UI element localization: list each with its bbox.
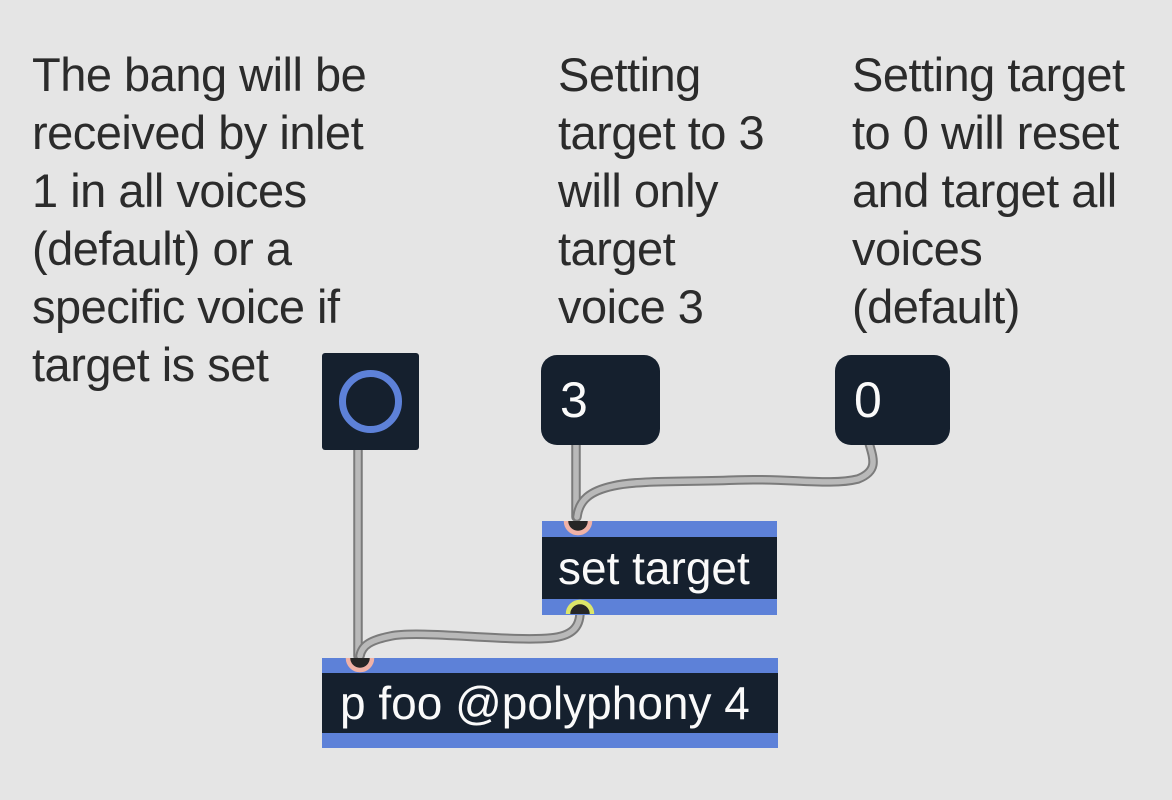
inlet-stripe (542, 521, 777, 537)
object-text: p foo @polyphony 4 (340, 677, 750, 729)
bang-button[interactable] (322, 353, 419, 450)
comment-target-3: Setting target to 3 will only target voi… (558, 46, 765, 336)
comment-line: voices (852, 222, 983, 275)
comment-line: specific voice if (32, 280, 340, 333)
comment-line: voice 3 (558, 280, 704, 333)
comment-target-0: Setting target to 0 will reset and targe… (852, 46, 1125, 336)
comment-line: 1 in all voices (32, 164, 307, 217)
patch-cord-settarget-to-subpatcher[interactable] (355, 607, 585, 661)
comment-line: target to 3 (558, 106, 765, 159)
message-text: 3 (560, 372, 588, 428)
comment-line: (default) or a (32, 222, 292, 275)
message-text: 0 (854, 372, 882, 428)
comment-bang: The bang will be received by inlet 1 in … (32, 46, 367, 394)
object-text: set target (558, 542, 750, 594)
settarget-outlet-port[interactable] (565, 599, 595, 615)
message-box-0[interactable]: 0 (835, 355, 950, 445)
comment-line: received by inlet (32, 106, 364, 159)
comment-line: target (558, 222, 676, 275)
set-target-box[interactable]: set target (542, 521, 777, 615)
comment-line: target is set (32, 338, 269, 391)
comment-line: Setting (558, 48, 701, 101)
patch-cord-msg0-to-settarget[interactable] (572, 438, 878, 522)
comment-line: and target all (852, 164, 1117, 217)
comment-line: (default) (852, 280, 1020, 333)
subpatcher-inlet-port[interactable] (345, 657, 375, 673)
comment-line: Setting target (852, 48, 1125, 101)
comment-line: to 0 will reset (852, 106, 1119, 159)
bang-circle-icon (339, 370, 402, 433)
settarget-inlet-port[interactable] (563, 520, 593, 536)
comment-line: will only (558, 164, 719, 217)
outlet-stripe (322, 733, 778, 748)
comment-line: The bang will be (32, 48, 367, 101)
message-box-3[interactable]: 3 (541, 355, 660, 445)
inlet-stripe (322, 658, 778, 673)
subpatcher-box[interactable]: p foo @polyphony 4 (322, 658, 778, 748)
outlet-stripe (542, 599, 777, 615)
